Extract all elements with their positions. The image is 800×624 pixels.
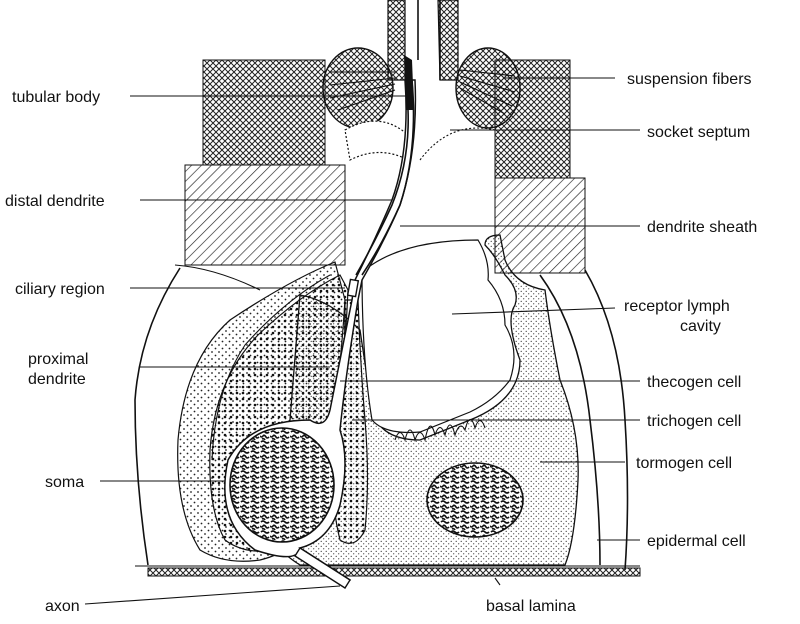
leader-lines-left [84, 95, 410, 605]
label-trichogen-cell: trichogen cell [647, 413, 741, 430]
label-ciliary-region: ciliary region [15, 281, 105, 298]
soma-nucleus [229, 427, 335, 543]
cuticle-left-upper [202, 59, 326, 166]
label-socket-septum: socket septum [647, 124, 750, 141]
suspension-fibers [329, 69, 516, 115]
label-thecogen-cell: thecogen cell [647, 374, 741, 391]
label-dendrite-sheath: dendrite sheath [647, 219, 757, 236]
epidermal-cell-left-inner [174, 264, 261, 291]
basal-lamina [147, 567, 641, 577]
label-receptor-lymph-cavity-line1: receptor lymph [624, 298, 730, 315]
receptor-lymph-cavity [361, 239, 515, 434]
dendrite-sheath [361, 79, 415, 276]
label-suspension-fibers: suspension fibers [627, 71, 752, 88]
socket-septum-shape [344, 120, 409, 162]
label-tubular-body: tubular body [12, 89, 100, 106]
cuticle-left-lower [184, 164, 346, 266]
label-tormogen-cell: tormogen cell [636, 455, 732, 472]
socket-left [322, 47, 394, 129]
label-basal-lamina: basal lamina [486, 598, 576, 615]
label-receptor-lymph-cavity-line2: cavity [680, 318, 721, 335]
hair-shaft-right [437, 0, 459, 81]
ciliary-region-mark [346, 278, 360, 298]
label-epidermal-cell: epidermal cell [647, 533, 746, 550]
tormogen-nucleus [426, 462, 524, 538]
socket-right [455, 47, 521, 129]
label-soma: soma [45, 474, 84, 491]
axon-shape [294, 547, 351, 589]
leader-lines-right [340, 77, 640, 586]
label-proximal-dendrite-line2: dendrite [28, 371, 86, 388]
epidermal-cell-left [134, 267, 181, 566]
hair-shaft-left [387, 0, 406, 81]
label-distal-dendrite: distal dendrite [5, 193, 105, 210]
label-axon: axon [45, 598, 80, 615]
label-proximal-dendrite-line1: proximal [28, 351, 88, 368]
